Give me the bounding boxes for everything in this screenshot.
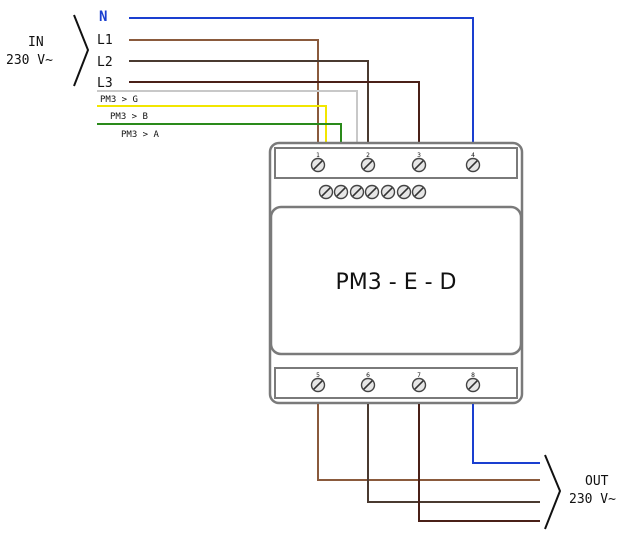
signal-screw-icon (411, 184, 427, 200)
l2-wire-out (367, 404, 540, 503)
terminal-4-screw-icon (465, 157, 481, 173)
terminal-3-number: 3 (417, 152, 421, 159)
terminal-5-number: 5 (316, 372, 320, 379)
signal-screw-icon (333, 184, 349, 200)
signal-screw-icon (396, 184, 412, 200)
l3-wire-in (129, 81, 420, 158)
terminal-5: 5 (310, 372, 326, 393)
l2-wire-in (129, 60, 369, 158)
output-title: OUT (585, 474, 609, 489)
terminal-4-number: 4 (471, 152, 475, 159)
l1-wire-in (129, 39, 319, 158)
terminal-1-number: 1 (316, 152, 320, 159)
pm3-a-label: PM3 > A (121, 130, 160, 140)
terminal-3-screw-icon (411, 157, 427, 173)
pm3-b-label: PM3 > B (110, 112, 148, 122)
output-voltage: 230 V~ (569, 492, 616, 507)
terminal-4: 4 (465, 152, 481, 173)
input-voltage: 230 V~ (6, 53, 53, 68)
neutral-wire-in (129, 17, 474, 158)
l3-wire-out (418, 404, 540, 522)
terminal-7: 7 (411, 372, 427, 393)
terminal-2-screw-icon (360, 157, 376, 173)
l3-label: L3 (97, 76, 113, 91)
terminal-2: 2 (360, 152, 376, 173)
terminal-5-screw-icon (310, 377, 326, 393)
signal-screw-icon (364, 184, 380, 200)
neutral-label: N (99, 9, 107, 25)
input-brace (73, 14, 90, 87)
terminal-1: 1 (310, 152, 326, 173)
terminal-8-screw-icon (465, 377, 481, 393)
neutral-wire-out (472, 404, 540, 464)
terminal-1-screw-icon (310, 157, 326, 173)
device-front-panel (269, 205, 523, 356)
terminal-3: 3 (411, 152, 427, 173)
signal-screw-icon (318, 184, 334, 200)
terminal-7-screw-icon (411, 377, 427, 393)
l2-label: L2 (97, 55, 113, 70)
signal-screw-icon (380, 184, 396, 200)
signal-screw-icon (349, 184, 365, 200)
device-name: PM3 - E - D (336, 270, 457, 295)
terminal-7-number: 7 (417, 372, 421, 379)
l1-wire-out (317, 404, 540, 481)
pm3-g-label: PM3 > G (100, 95, 138, 105)
terminal-6-number: 6 (366, 372, 370, 379)
terminal-2-number: 2 (366, 152, 370, 159)
terminal-8-number: 8 (471, 372, 475, 379)
terminal-6-screw-icon (360, 377, 376, 393)
terminal-8: 8 (465, 372, 481, 393)
input-title: IN (28, 35, 44, 50)
output-brace (544, 454, 562, 530)
l1-label: L1 (97, 33, 113, 48)
terminal-6: 6 (360, 372, 376, 393)
